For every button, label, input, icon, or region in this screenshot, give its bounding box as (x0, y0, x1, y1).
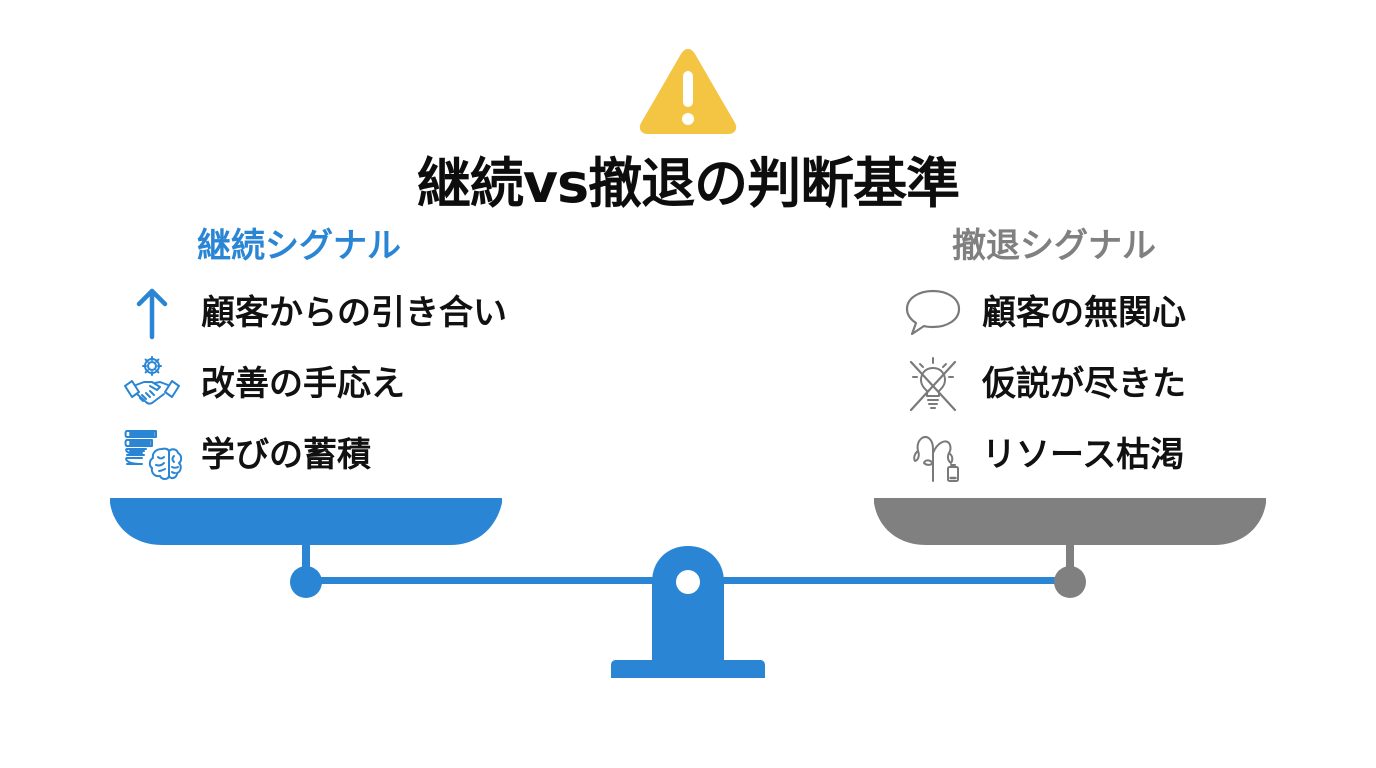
withdraw-signal-item: リソース枯渇 (903, 425, 1184, 485)
right-pan-hanger (1054, 540, 1086, 598)
gear-handshake-icon (122, 354, 182, 414)
arrow-up-icon (122, 283, 182, 343)
signal-label: リソース枯渇 (982, 435, 1185, 475)
withdraw-signals-heading: 撤退シグナル (952, 226, 1156, 266)
signal-label: 顧客からの引き合い (201, 293, 507, 333)
right-pan-withdraw (874, 498, 1266, 545)
wilted-plant-low-battery-icon (903, 425, 963, 485)
books-brain-icon (122, 425, 182, 485)
continue-signal-item: 顧客からの引き合い (122, 283, 507, 343)
signal-label: 改善の手応え (201, 364, 405, 404)
scale-fulcrum (611, 546, 765, 678)
withdraw-signal-item: 顧客の無関心 (903, 283, 1186, 343)
page-title: 継続vs撤退の判断基準 (416, 152, 960, 215)
warning-icon (637, 45, 739, 137)
speech-bubble-icon (903, 283, 963, 343)
signal-label: 仮説が尽きた (982, 364, 1186, 404)
continue-signal-item: 改善の手応え (122, 354, 405, 414)
left-pan-hanger (290, 540, 322, 598)
continue-signal-item: 学びの蓄積 (122, 425, 371, 485)
signal-label: 学びの蓄積 (201, 435, 371, 475)
signal-label: 顧客の無関心 (982, 293, 1186, 333)
left-pan-continue (110, 498, 502, 545)
crossed-lightbulb-icon (903, 354, 963, 414)
continue-signals-heading: 継続シグナル (197, 226, 401, 266)
scale-beam (306, 577, 1070, 584)
withdraw-signal-item: 仮説が尽きた (903, 354, 1186, 414)
